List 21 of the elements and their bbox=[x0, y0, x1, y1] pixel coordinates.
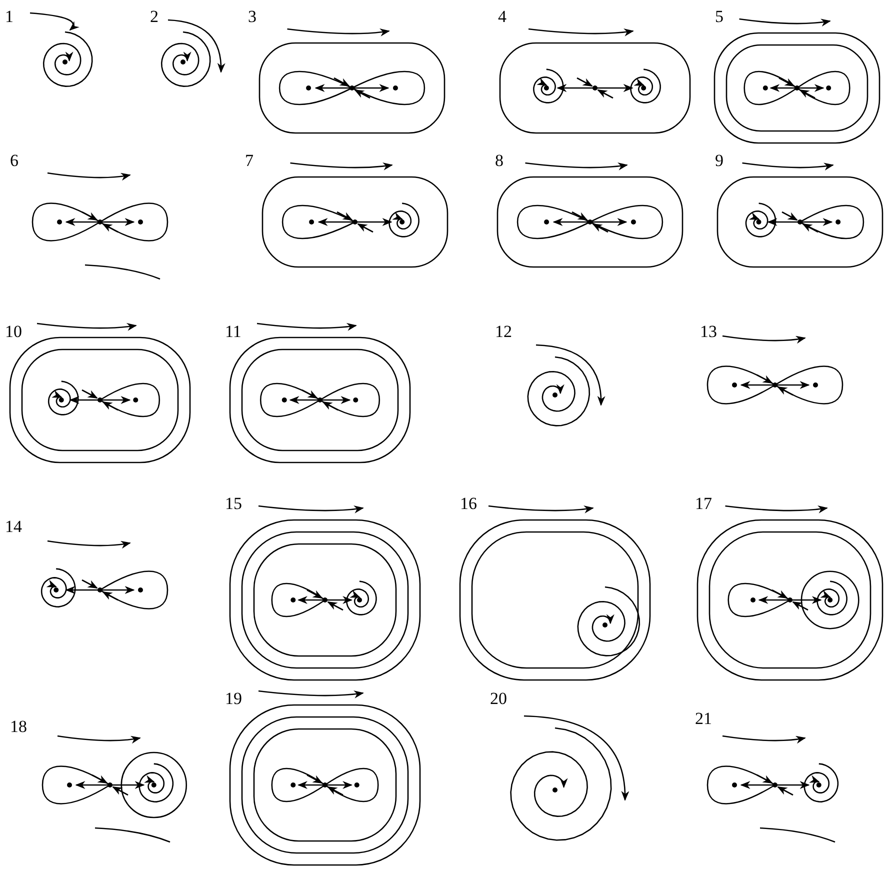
panel-number: 17 bbox=[695, 495, 712, 513]
panel-number: 20 bbox=[490, 690, 507, 708]
panel-number: 15 bbox=[225, 495, 242, 513]
panel-number: 7 bbox=[245, 152, 254, 170]
panel-number: 21 bbox=[695, 710, 712, 728]
panel-number: 12 bbox=[495, 323, 512, 341]
panel-number: 5 bbox=[715, 8, 724, 26]
panel-number: 16 bbox=[460, 495, 477, 513]
panel-number: 11 bbox=[225, 323, 242, 341]
panel-number: 6 bbox=[10, 152, 18, 170]
panel-number: 14 bbox=[5, 518, 22, 536]
panel-number: 3 bbox=[248, 8, 256, 26]
panel-number: 19 bbox=[225, 690, 242, 708]
panel-number: 13 bbox=[700, 323, 717, 341]
panel-number: 10 bbox=[5, 323, 22, 341]
panel-number: 4 bbox=[498, 8, 506, 26]
panel-number: 2 bbox=[150, 8, 158, 26]
panel-number: 9 bbox=[715, 152, 724, 170]
panel-number: 1 bbox=[5, 8, 14, 26]
panel-number: 8 bbox=[495, 152, 504, 170]
panel-number: 18 bbox=[10, 718, 27, 736]
